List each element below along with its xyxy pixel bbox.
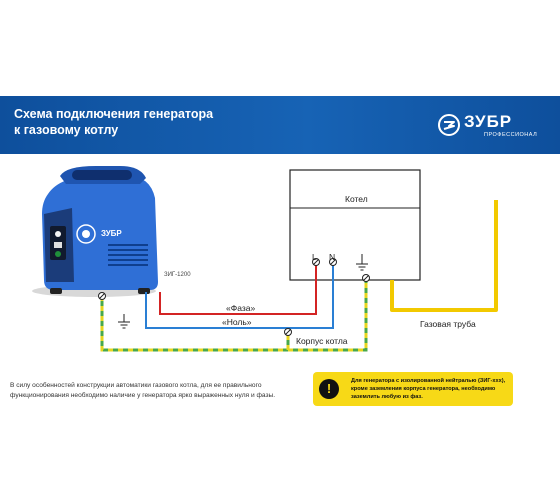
header-banner: Схема подключения генератора к газовому …: [0, 96, 560, 154]
terminal-l-label: L: [312, 252, 317, 262]
warning-box: ! Для генератора с изолированной нейтрал…: [313, 372, 513, 406]
terminal-n: [329, 258, 337, 266]
wiring-diagram: ЗУБР: [0, 154, 560, 374]
terminal-ground-generator: [98, 292, 106, 300]
boiler-box: [289, 169, 421, 281]
ground-symbol-generator-icon: [118, 314, 130, 329]
gas-pipe: [390, 200, 498, 312]
boiler-label: Котел: [345, 194, 368, 204]
phase-wire: [159, 262, 317, 315]
brand-logo: ЗУБР ПРОФЕССИОНАЛ: [438, 112, 558, 142]
brand-logo-icon: [438, 114, 460, 136]
page-title: Схема подключения генератора к газовому …: [14, 107, 214, 137]
warning-text: Для генератора с изолированной нейтралью…: [351, 378, 506, 400]
neutral-wire: [145, 262, 334, 329]
terminal-ground-boiler: [362, 274, 370, 282]
gas-pipe-label: Газовая труба: [420, 319, 476, 329]
ground-symbol-boiler-icon: [356, 254, 368, 271]
brand-subtitle: ПРОФЕССИОНАЛ: [484, 132, 538, 138]
terminal-l: [312, 258, 320, 266]
terminal-n-label: N: [329, 252, 336, 262]
generator-brand-label: ЗУБР: [101, 229, 122, 238]
neutral-label: «Ноль»: [222, 317, 252, 327]
terminal-boiler-body: [284, 328, 292, 336]
wiring-diagram-svg: ЗУБР: [32, 166, 498, 352]
phase-label: «Фаза»: [226, 303, 256, 313]
brand-name: ЗУБР: [464, 112, 513, 131]
generator-model-label: ЗИГ-1200: [164, 272, 191, 278]
info-note: В силу особенностей конструкции автомати…: [10, 382, 276, 399]
generator-illustration: [32, 166, 158, 297]
boiler-body-label: Корпус котла: [296, 336, 348, 346]
warning-icon: !: [319, 379, 339, 399]
